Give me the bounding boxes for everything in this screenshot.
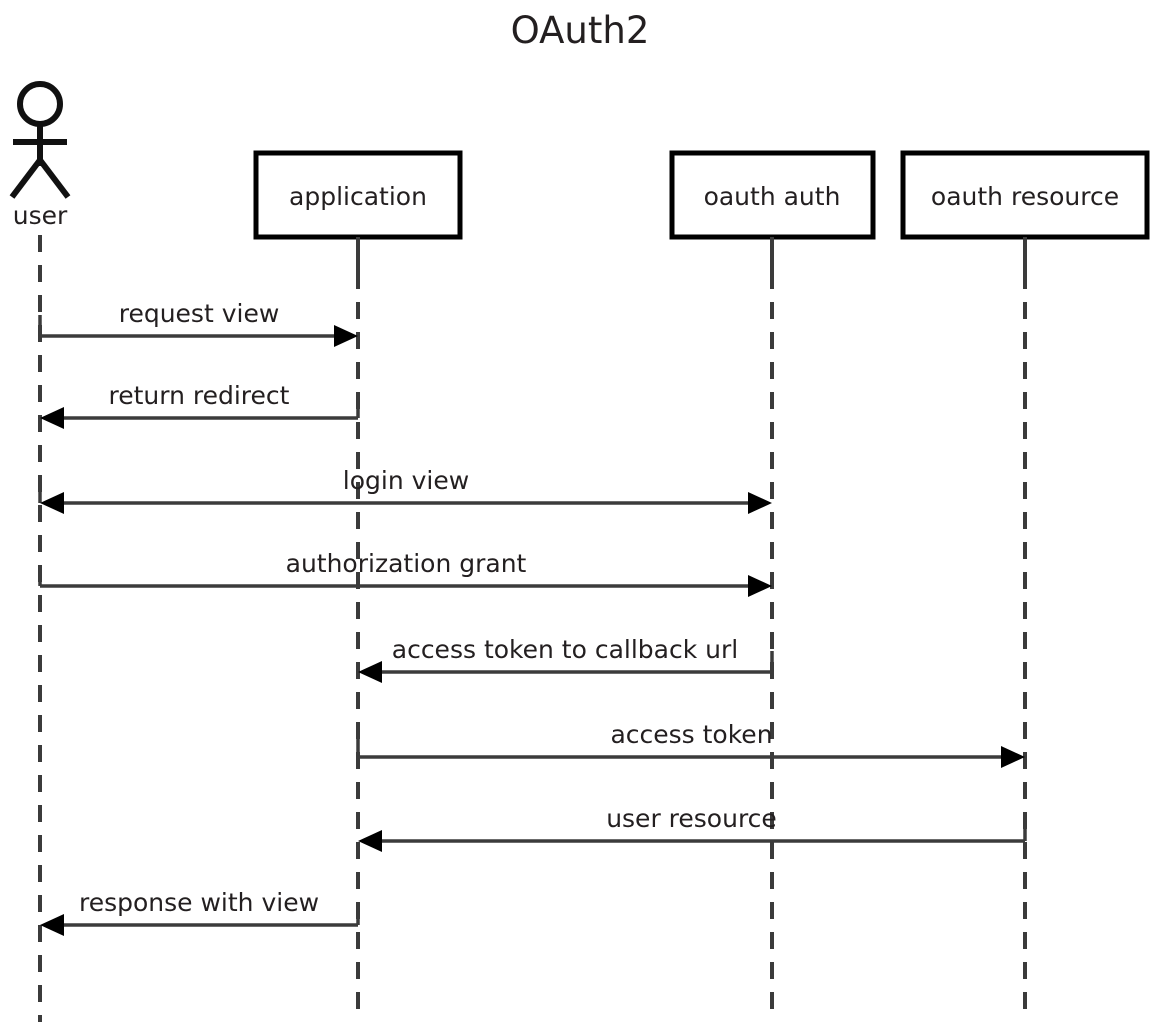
message-label: login view	[343, 466, 469, 495]
participant-oauth-resource[interactable]: oauth resource	[900, 150, 1150, 1022]
actor-head-icon	[17, 81, 63, 127]
arrowhead-icon	[748, 492, 772, 514]
message-1[interactable]: request view	[38, 299, 358, 347]
actor-leg-left	[9, 158, 43, 199]
messages-layer: request view return redirect login view aut…	[38, 299, 1027, 936]
arrowhead-icon	[334, 325, 358, 347]
participant-label-user: user	[13, 201, 68, 230]
message-label: request view	[119, 299, 280, 328]
message-label: response with view	[79, 888, 319, 917]
page-title: OAuth2	[511, 9, 650, 52]
arrowhead-icon	[358, 830, 382, 852]
message-5[interactable]: access token to callback url	[358, 635, 774, 683]
participant-box-application[interactable]	[253, 150, 463, 240]
message-label: authorization grant	[286, 549, 527, 578]
message-label: access token	[610, 720, 772, 749]
message-3[interactable]: login view	[38, 466, 772, 514]
arrowhead-icon	[40, 914, 64, 936]
participant-oauth-auth[interactable]: oauth auth	[669, 150, 876, 1022]
arrowhead-icon	[40, 492, 64, 514]
message-label: return redirect	[109, 381, 290, 410]
message-4[interactable]: authorization grant	[38, 549, 772, 597]
message-6[interactable]: access token	[356, 720, 1025, 768]
message-7[interactable]: user resource	[358, 804, 1027, 852]
arrowhead-icon	[748, 575, 772, 597]
message-2[interactable]: return redirect	[40, 381, 360, 429]
participant-label-oauth-auth: oauth auth	[704, 182, 841, 211]
message-label: access token to callback url	[392, 635, 738, 664]
arrowhead-icon	[358, 661, 382, 683]
arrowhead-icon	[1001, 746, 1025, 768]
participant-label-oauth-resource: oauth resource	[931, 182, 1119, 211]
message-label: user resource	[606, 804, 777, 833]
participant-label-application: application	[289, 182, 427, 211]
message-8[interactable]: response with view	[40, 888, 360, 936]
user-stick-figure-icon	[9, 81, 71, 199]
participant-user[interactable]: user	[9, 81, 71, 1022]
arrowhead-icon	[40, 407, 64, 429]
participant-box-oauth-auth[interactable]	[669, 150, 876, 240]
actor-leg-right	[37, 158, 71, 199]
